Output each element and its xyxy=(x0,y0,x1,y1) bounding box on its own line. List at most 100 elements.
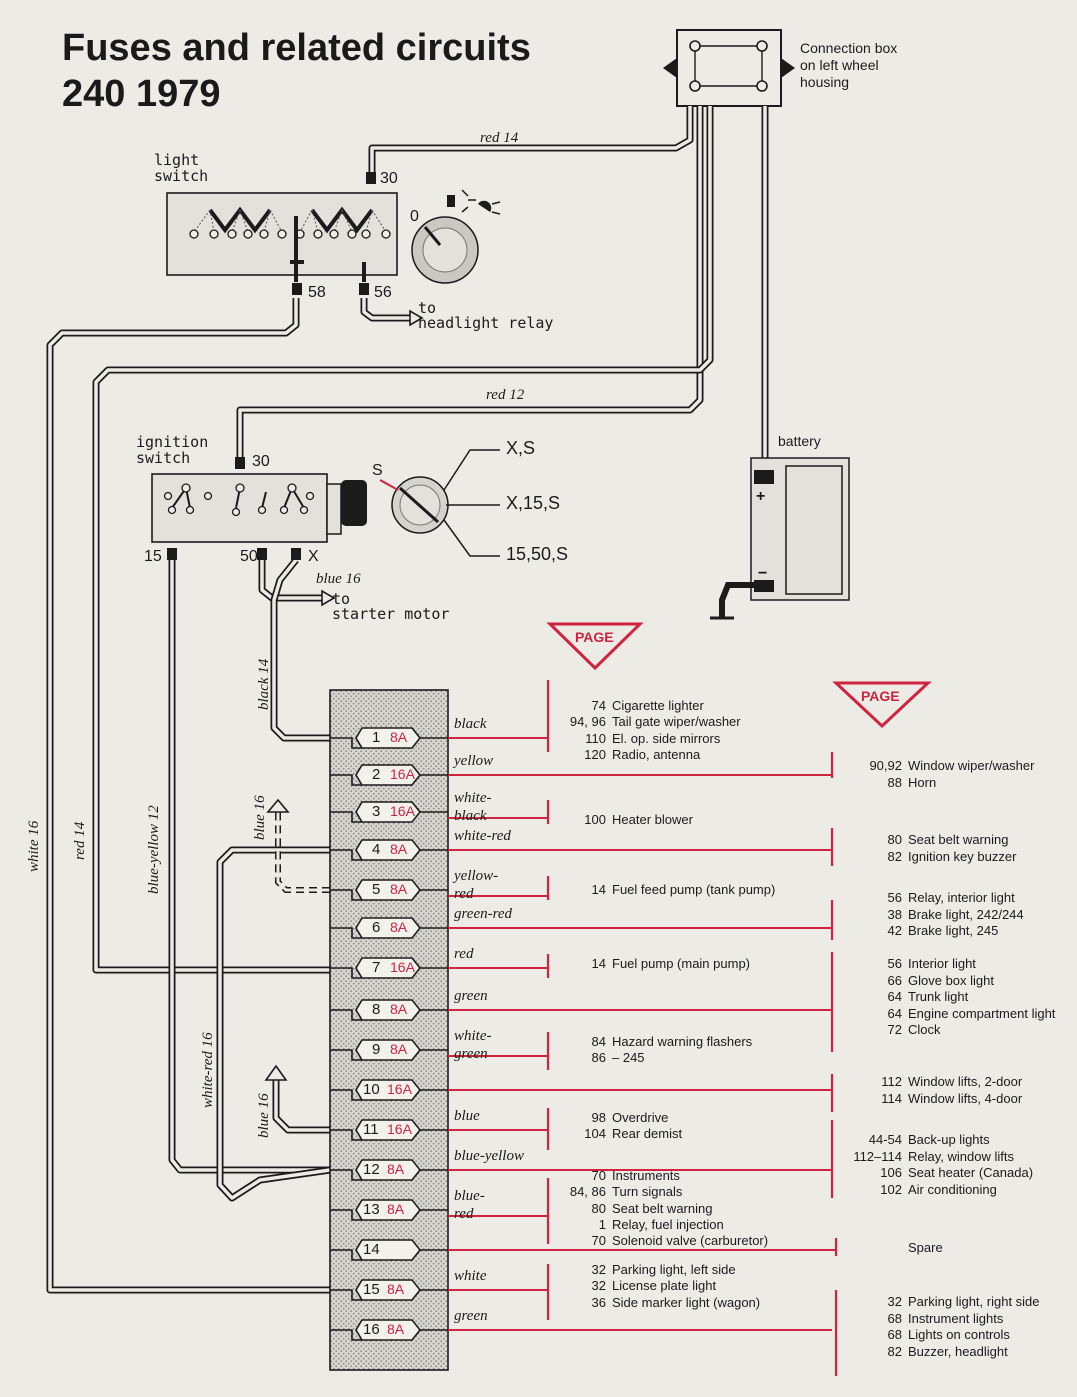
fuse-4 xyxy=(355,839,422,861)
ref-desc: Fuel feed pump (tank pump) xyxy=(612,882,776,897)
fuse-wire-color: blue- xyxy=(454,1188,485,1204)
ref-desc: License plate light xyxy=(612,1278,717,1294)
ignition-switch-label-2: switch xyxy=(136,449,191,467)
right-ref-item: Spare xyxy=(842,1240,943,1256)
ref-page: 56 xyxy=(887,890,902,905)
headlight-relay-label-2: headlight relay xyxy=(418,314,554,332)
fuse-number: 16 xyxy=(363,1321,380,1338)
fuse-number: 14 xyxy=(363,1241,380,1258)
battery-label: battery xyxy=(778,433,821,449)
ref-page: 84 xyxy=(591,1034,606,1049)
connection-box-label-1: Connection box xyxy=(800,40,898,56)
fuse-wire-color: white- xyxy=(454,1028,492,1044)
battery-plus: + xyxy=(756,488,766,505)
left-ref-item: 14 Fuel pump (main pump) xyxy=(554,956,750,972)
wire-white16: white 16 xyxy=(26,820,42,872)
terminal-50: 50 xyxy=(240,548,258,565)
fuse-number: 4 xyxy=(372,841,381,858)
fuse-wire-color: white xyxy=(454,1268,487,1284)
knob-pointer xyxy=(423,226,442,246)
wire-red14-top: red 14 xyxy=(480,130,519,146)
fuse-number: 12 xyxy=(363,1161,380,1178)
ref-desc: Relay, interior light xyxy=(908,890,1015,905)
ref-desc: Relay, fuel injection xyxy=(612,1216,724,1232)
ref-page: 102 xyxy=(880,1181,902,1197)
ref-desc: Air conditioning xyxy=(908,1181,997,1197)
ref-page: 68 xyxy=(887,1327,902,1343)
arrow-right-icon xyxy=(321,589,336,607)
ref-page: 64 xyxy=(887,1005,902,1021)
terminal-15: 15 xyxy=(144,548,162,565)
ref-desc: Engine compartment light xyxy=(908,1005,1056,1021)
ref-page: 98 xyxy=(591,1110,606,1125)
ref-page: 84, 86 xyxy=(569,1184,606,1200)
arrow-right-icon xyxy=(409,309,424,327)
fuse-15 xyxy=(355,1279,422,1301)
ref-desc: Clock xyxy=(908,1022,941,1038)
ref-desc: – 245 xyxy=(612,1050,645,1066)
fuse-amperage: 16A xyxy=(387,1081,412,1097)
fuse-amperage: 8A xyxy=(390,1041,408,1057)
page-badge-right xyxy=(832,681,932,729)
fuse-number: 15 xyxy=(363,1281,380,1298)
fuse-wire-color: green xyxy=(454,1046,488,1062)
ref-desc: Tail gate wiper/washer xyxy=(612,714,741,730)
ref-page: 70 xyxy=(591,1168,606,1183)
fuse-amperage: 8A xyxy=(390,919,408,935)
fuse-number: 8 xyxy=(372,1001,381,1018)
battery-minus: − xyxy=(758,565,768,582)
ref-page: 1 xyxy=(598,1216,606,1232)
fuse-12 xyxy=(355,1159,422,1181)
ref-page: 32 xyxy=(591,1262,606,1277)
fuse-amperage: 8A xyxy=(390,729,408,745)
ref-desc: Seat belt warning xyxy=(908,832,1009,847)
fuse-wire-color: red xyxy=(454,886,474,902)
page-title: Fuses and related circuits xyxy=(62,27,531,69)
ref-desc: Seat heater (Canada) xyxy=(908,1165,1034,1181)
fuse-2 xyxy=(355,764,422,786)
wire-blue16-a: blue 16 xyxy=(252,795,268,840)
fuse-number: 9 xyxy=(372,1041,381,1058)
fuse-5 xyxy=(355,879,422,901)
fuse-amperage: 16A xyxy=(390,959,415,975)
ref-page: 82 xyxy=(887,1343,902,1359)
ref-page: 112–114 xyxy=(853,1148,902,1164)
ref-desc: Parking light, right side xyxy=(908,1294,1040,1309)
fuse-wire-color: blue-yellow xyxy=(454,1148,524,1164)
ref-desc: Fuel pump (main pump) xyxy=(612,956,750,971)
ignition-switch-label-1: ignition xyxy=(136,433,209,451)
ref-page: 66 xyxy=(887,972,902,988)
page-badge-left xyxy=(546,622,644,671)
key-position-s: S xyxy=(372,462,383,479)
light-switch-label-1: light xyxy=(154,151,200,169)
ref-page: 14 xyxy=(591,956,606,971)
ref-desc: Brake light, 245 xyxy=(908,923,999,939)
ref-page: 94, 96 xyxy=(569,714,606,730)
ref-page: 36 xyxy=(591,1294,606,1310)
ref-desc: Relay, window lifts xyxy=(908,1148,1014,1164)
ref-page: 72 xyxy=(887,1022,902,1038)
fuse-wire-color: yellow- xyxy=(454,868,499,884)
left-ref-item: 1 Relay, fuel injection xyxy=(554,1217,724,1233)
ref-page: 42 xyxy=(887,923,902,939)
fuse-wire-color: red xyxy=(454,946,474,962)
fuse-number: 10 xyxy=(363,1081,380,1098)
ref-page: 74 xyxy=(591,698,606,713)
right-ref-item: 56 Relay, interior light xyxy=(842,890,1015,906)
ref-page: 120 xyxy=(584,746,606,762)
fuse-amperage: 16A xyxy=(387,1121,412,1137)
ref-desc: Glove box light xyxy=(908,972,994,988)
ref-desc: Instrument lights xyxy=(908,1310,1004,1326)
